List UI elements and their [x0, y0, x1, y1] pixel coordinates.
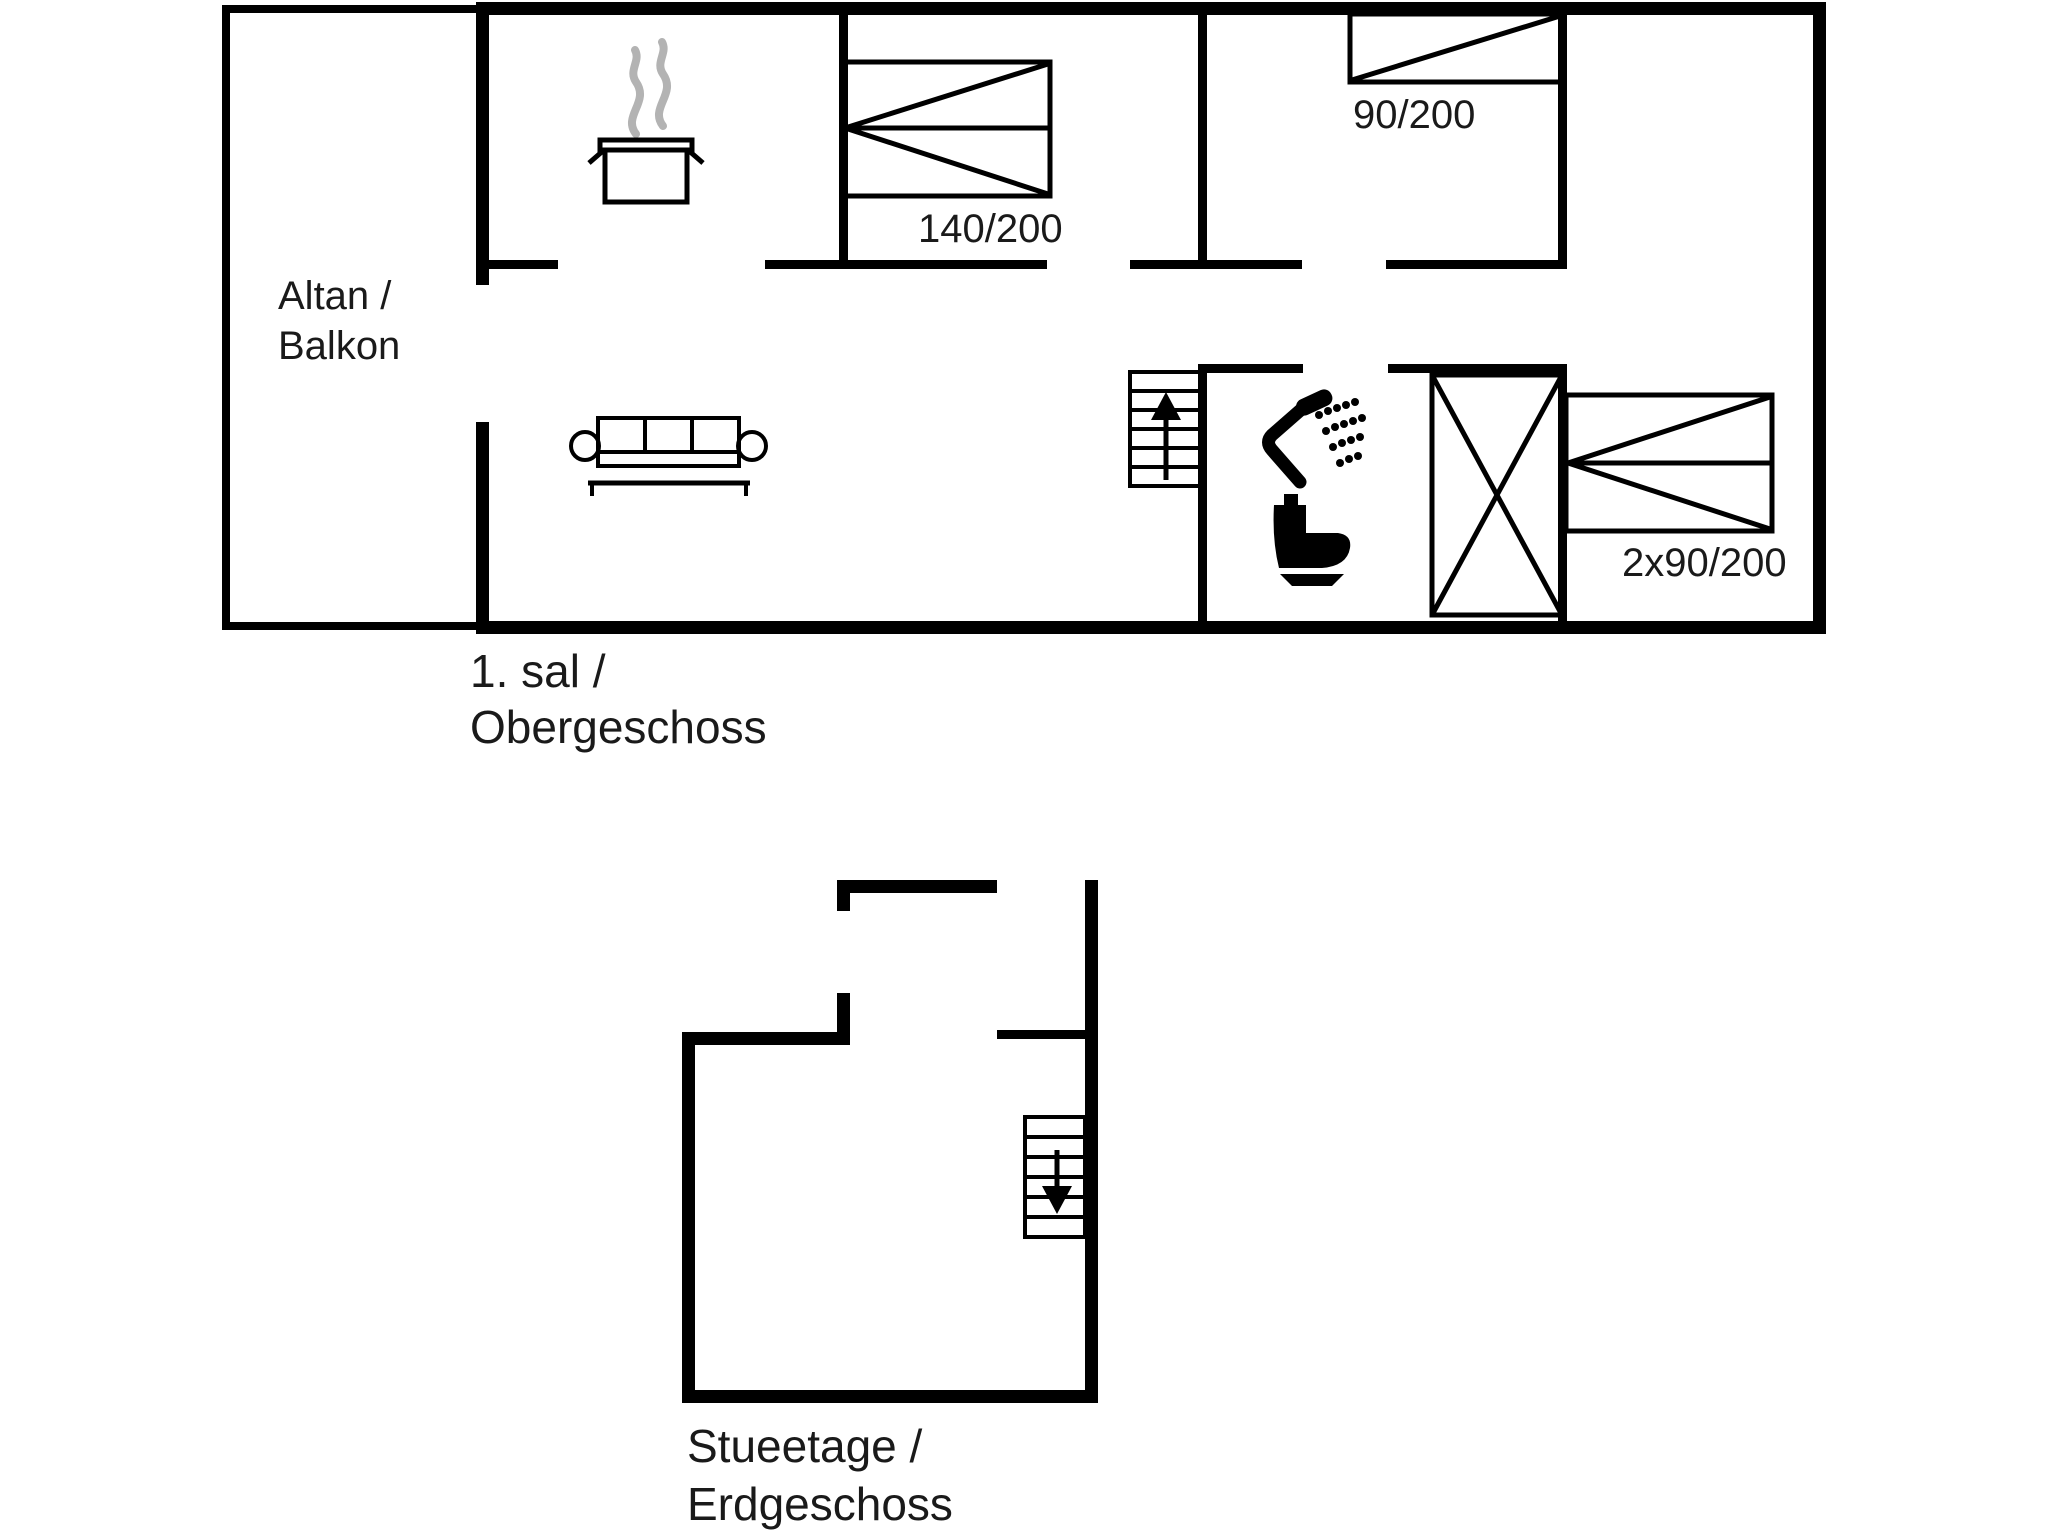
wall-segment — [1813, 2, 1826, 634]
toilet-icon — [1273, 494, 1351, 586]
balcony-label-line2: Balkon — [278, 324, 400, 368]
wall-segment — [1386, 260, 1562, 269]
balcony-outline — [222, 5, 476, 630]
wall-segment — [1558, 14, 1567, 269]
wardrobe-icon — [1429, 372, 1565, 618]
sofa-icon — [569, 416, 768, 496]
wall-segment — [765, 260, 1047, 269]
wall-segment — [682, 1390, 1098, 1403]
cooking-pot-icon — [587, 137, 705, 205]
wall-segment — [837, 880, 850, 911]
wall-segment — [476, 2, 1826, 15]
wall-segment — [222, 622, 476, 630]
stairs-up-icon — [1128, 370, 1205, 488]
stairs-down-icon — [1023, 1115, 1087, 1239]
upper-floor-outer-walls — [476, 2, 1826, 634]
upper-floor-label-line1: 1. sal / — [470, 645, 606, 697]
steam-icon — [628, 38, 671, 138]
bed-size-label-140-200: 140/200 — [918, 207, 1063, 251]
upper-floor-label-line2: Obergeschoss — [470, 701, 767, 753]
bed-size-label-90-200: 90/200 — [1353, 93, 1475, 137]
upper-floor: Altan / Balkon 140/200 90/200 2x90/200 1… — [222, 2, 1826, 753]
wall-segment — [476, 2, 489, 285]
wall-segment — [1198, 14, 1207, 269]
wall-segment — [1388, 364, 1566, 373]
ground-floor-label-line1: Stueetage / — [687, 1420, 923, 1472]
shower-spray-dots — [1315, 398, 1366, 467]
wall-segment — [476, 422, 489, 634]
wall-segment — [489, 260, 558, 269]
single-bed-icon — [1347, 11, 1565, 85]
wall-segment — [837, 880, 997, 893]
ground-floor: Stueetage / Erdgeschoss — [682, 880, 1098, 1530]
wall-segment — [1085, 880, 1098, 1403]
wall-segment — [222, 5, 476, 13]
wall-segment — [682, 1032, 848, 1045]
wall-segment — [1198, 364, 1207, 621]
wall-segment — [222, 5, 230, 630]
bed-size-label-2x90-200: 2x90/200 — [1622, 541, 1787, 585]
ground-floor-walls — [682, 880, 1098, 1403]
wall-segment — [476, 621, 1826, 634]
wall-segment — [682, 1032, 695, 1403]
double-bed-icon — [840, 59, 1053, 199]
wall-segment — [997, 1030, 1085, 1039]
balcony-label-line1: Altan / — [278, 274, 392, 318]
wall-segment — [1130, 260, 1302, 269]
twin-bed-icon — [1563, 392, 1775, 534]
wall-segment — [1203, 364, 1303, 373]
shower-icon — [1262, 389, 1366, 489]
ground-floor-label-line2: Erdgeschoss — [687, 1478, 953, 1530]
